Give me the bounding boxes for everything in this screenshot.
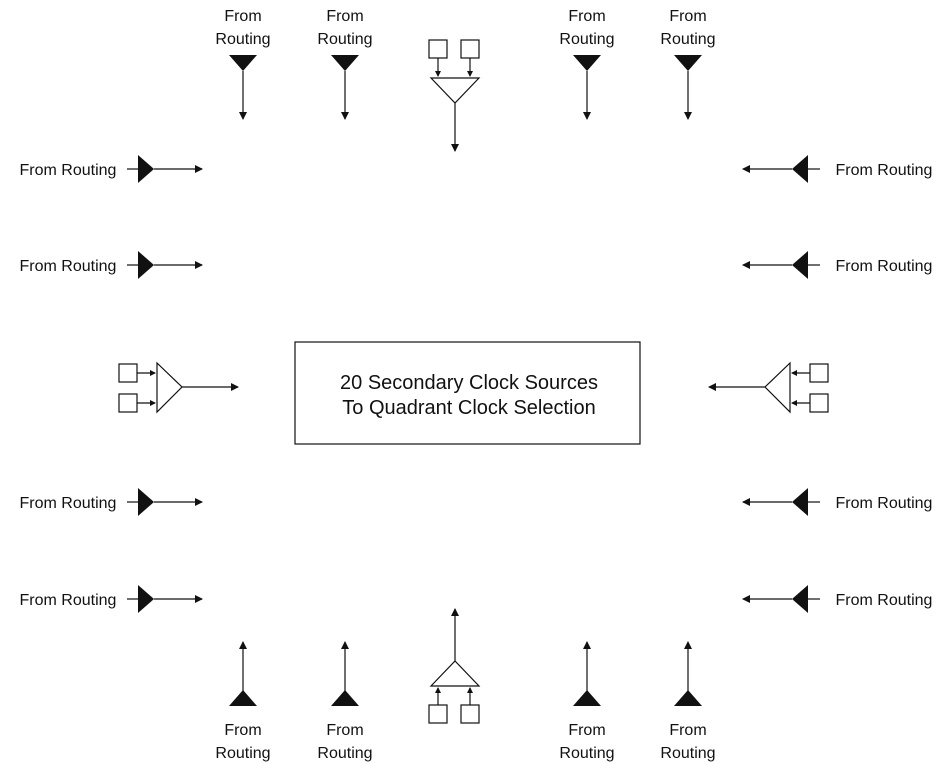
routing-label-from: From	[326, 8, 363, 25]
routing-label: From Routing	[836, 495, 933, 512]
center-box-line-2: To Quadrant Clock Selection	[342, 397, 595, 419]
top-routing-input-1: From Routing	[215, 8, 271, 120]
bottom-routing-input-1: From Routing	[215, 641, 271, 762]
left-routing-input-4: From Routing	[20, 585, 203, 613]
top-pll-mux	[428, 39, 481, 152]
routing-buffer-icon	[229, 690, 257, 706]
routing-label-from: From	[669, 8, 706, 25]
mux-triangle-icon	[764, 361, 791, 414]
bottom-routing-input-2: From Routing	[317, 641, 373, 762]
routing-label-routing: Routing	[317, 745, 372, 762]
routing-label-routing: Routing	[215, 745, 270, 762]
clock-source-box	[118, 393, 138, 413]
routing-buffer-icon	[138, 488, 154, 516]
routing-label: From Routing	[20, 162, 117, 179]
left-routing-input-1: From Routing	[20, 155, 203, 183]
routing-buffer-icon	[573, 55, 601, 71]
routing-buffer-icon	[792, 488, 808, 516]
left-routing-input-3: From Routing	[20, 488, 203, 516]
center-box-line-1: 20 Secondary Clock Sources	[340, 372, 598, 394]
routing-label-routing: Routing	[559, 31, 614, 48]
routing-label-from: From	[568, 8, 605, 25]
clock-source-box	[809, 363, 829, 383]
routing-label-from: From	[326, 722, 363, 739]
mux-triangle-icon	[429, 660, 481, 687]
routing-label-routing: Routing	[660, 745, 715, 762]
right-routing-input-3: From Routing	[742, 488, 933, 516]
routing-label: From Routing	[836, 162, 933, 179]
right-pll-mux	[708, 361, 829, 414]
routing-label: From Routing	[20, 258, 117, 275]
bottom-pll-mux	[428, 608, 481, 724]
clock-source-box	[118, 363, 138, 383]
bottom-routing-input-3: From Routing	[559, 641, 615, 762]
routing-label-routing: Routing	[317, 31, 372, 48]
routing-label-routing: Routing	[660, 31, 715, 48]
routing-buffer-icon	[792, 155, 808, 183]
routing-label-routing: Routing	[215, 31, 270, 48]
clock-source-box	[428, 39, 448, 59]
left-pll-mux	[118, 361, 239, 414]
routing-label: From Routing	[836, 592, 933, 609]
routing-buffer-icon	[138, 585, 154, 613]
routing-buffer-icon	[674, 690, 702, 706]
clock-source-box	[428, 704, 448, 724]
routing-buffer-icon	[573, 690, 601, 706]
right-routing-input-4: From Routing	[742, 585, 933, 613]
routing-label-routing: Routing	[559, 745, 614, 762]
top-routing-input-3: From Routing	[559, 8, 615, 120]
clock-source-box	[460, 704, 480, 724]
routing-buffer-icon	[331, 55, 359, 71]
top-routing-input-4: From Routing	[660, 8, 716, 120]
top-routing-input-2: From Routing	[317, 8, 373, 120]
clock-source-box	[809, 393, 829, 413]
routing-buffer-icon	[229, 55, 257, 71]
mux-triangle-icon	[156, 361, 183, 414]
center-box: 20 Secondary Clock Sources To Quadrant C…	[294, 341, 641, 445]
routing-label: From Routing	[20, 495, 117, 512]
right-routing-input-2: From Routing	[742, 251, 933, 279]
routing-buffer-icon	[138, 251, 154, 279]
bottom-routing-input-4: From Routing	[660, 641, 716, 762]
routing-buffer-icon	[138, 155, 154, 183]
routing-label: From Routing	[20, 592, 117, 609]
routing-label-from: From	[224, 722, 261, 739]
routing-buffer-icon	[792, 585, 808, 613]
mux-triangle-icon	[429, 77, 481, 104]
routing-buffer-icon	[674, 55, 702, 71]
left-routing-input-2: From Routing	[20, 251, 203, 279]
routing-label-from: From	[224, 8, 261, 25]
clock-source-box	[460, 39, 480, 59]
routing-label: From Routing	[836, 258, 933, 275]
right-routing-input-1: From Routing	[742, 155, 933, 183]
routing-label-from: From	[568, 722, 605, 739]
routing-buffer-icon	[792, 251, 808, 279]
routing-buffer-icon	[331, 690, 359, 706]
routing-label-from: From	[669, 722, 706, 739]
